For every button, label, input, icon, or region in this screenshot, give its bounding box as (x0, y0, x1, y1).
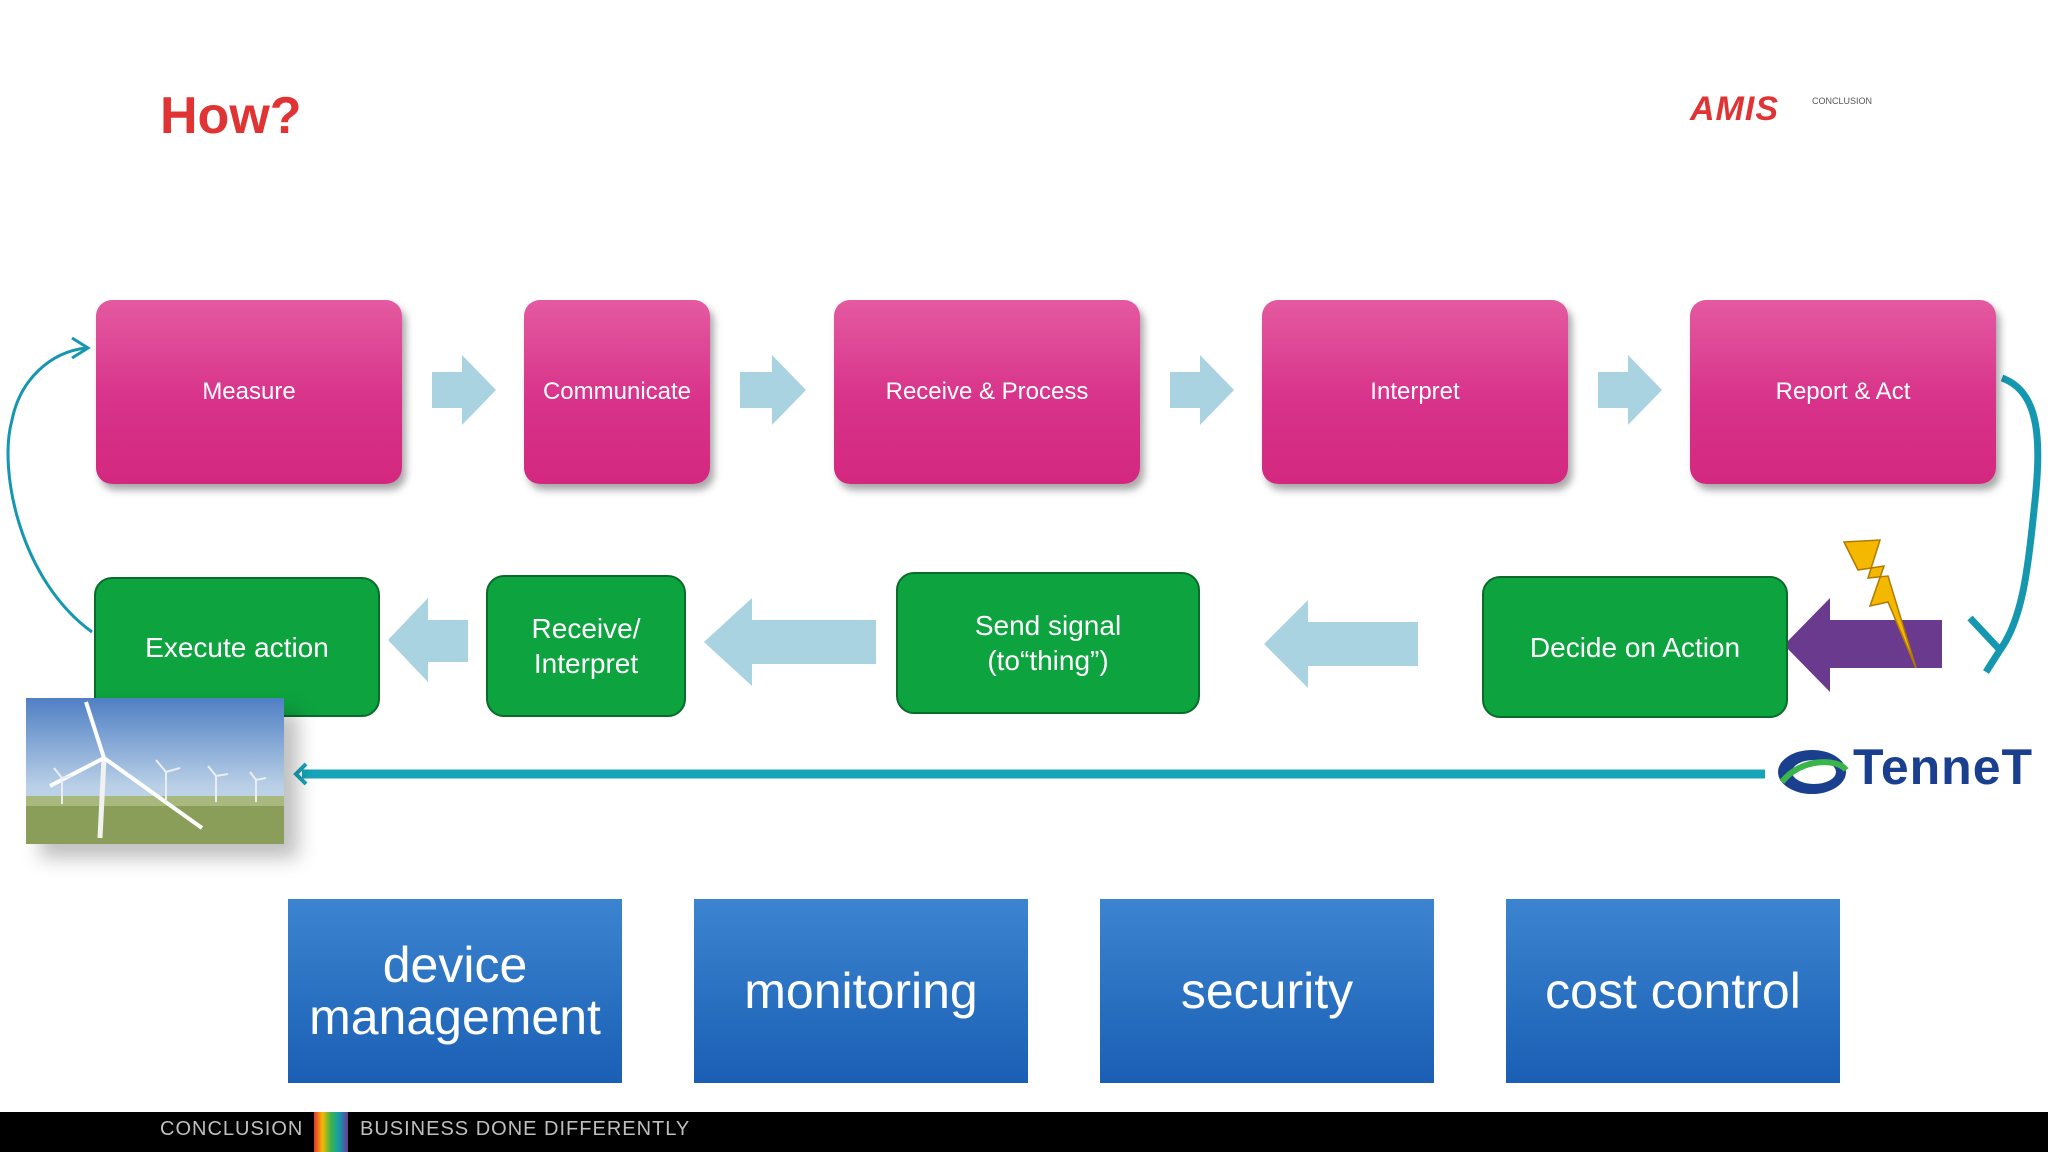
arrow-purple (1784, 598, 1942, 692)
footer-color-bar (314, 1112, 348, 1152)
footer-tagline: BUSINESS DONE DIFFERENTLY (360, 1118, 691, 1140)
arrow-left-2 (704, 598, 876, 686)
step-report-act: Report & Act (1690, 300, 1996, 484)
step-send-signal-line1: Send signal (974, 610, 1122, 641)
step-receive-interpret-line2: Interpret (533, 648, 639, 679)
step-send-signal: Send signal (to“thing”) (896, 572, 1200, 714)
connector-report-to-decide (1997, 374, 2042, 653)
arrow-left-3 (1264, 600, 1418, 688)
step-interpret: Interpret (1262, 300, 1568, 484)
capability-device-management: device management (288, 899, 622, 1083)
arrow-right-3 (1170, 355, 1234, 425)
step-decide-on-action: Decide on Action (1482, 576, 1788, 718)
footer-brand: CONCLUSION (160, 1118, 304, 1140)
arrow-right-1 (432, 355, 496, 425)
arrow-right-4 (1598, 355, 1662, 425)
step-send-signal-line2: (to“thing”) (987, 645, 1109, 676)
step-measure: Measure (96, 300, 402, 484)
wind-turbine-image (26, 698, 284, 844)
wind-turbine-illustration (26, 698, 284, 844)
connector-turbine-arrowhead (293, 762, 308, 786)
capability-cost-control: cost control (1506, 899, 1840, 1083)
tennet-logo-icon (1778, 750, 1849, 794)
step-receive-process: Receive & Process (834, 300, 1140, 484)
arrow-right-2 (740, 355, 806, 425)
connector-arrowhead-right (1967, 615, 2005, 674)
arrow-left-1 (388, 598, 468, 682)
step-receive-interpret: Receive/ Interpret (486, 575, 686, 717)
capability-device-line1: device (382, 936, 528, 993)
step-receive-interpret-line1: Receive/ (531, 613, 641, 644)
footer-bar (0, 1112, 2048, 1152)
step-communicate: Communicate (524, 300, 710, 484)
connector-execute-to-measure (6, 346, 93, 634)
amis-logo-subtitle: CONCLUSION (1812, 96, 1873, 106)
lightning-bolt-icon (1842, 539, 1917, 669)
connector-arrowhead-left (71, 336, 91, 360)
capability-security: security (1100, 899, 1434, 1083)
amis-logo: AMIS (1690, 90, 1779, 128)
capability-device-line2: management (309, 989, 601, 1045)
step-execute-action: Execute action (94, 577, 380, 717)
slide-title: How? (160, 87, 302, 145)
capability-monitoring: monitoring (694, 899, 1028, 1083)
tennet-logo: TenneT (1853, 739, 2034, 795)
